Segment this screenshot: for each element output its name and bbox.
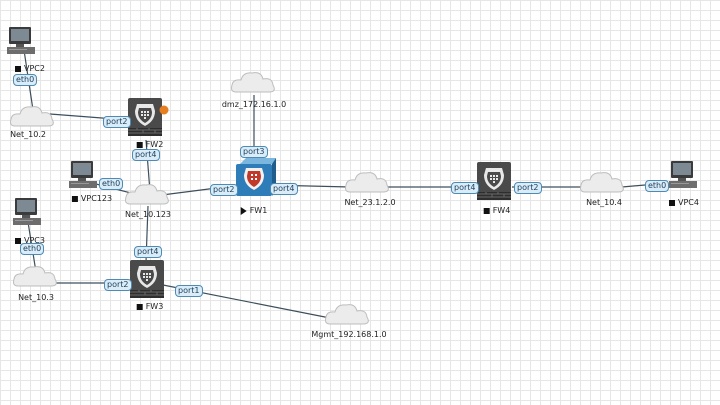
node-label-net104: Net_10.4: [586, 198, 622, 207]
port-badge-fw3-port1: port1: [175, 285, 203, 297]
cloud-icon-net23[interactable]: [345, 172, 389, 193]
computer-icon-vpc2[interactable]: [7, 27, 35, 54]
cloud-icon-net103[interactable]: [13, 266, 57, 287]
firewall-icon-fw4[interactable]: [476, 161, 512, 201]
port-badge-fw1-port4: port4: [270, 183, 298, 195]
node-label-vpc123: VPC123: [71, 194, 112, 203]
port-badge-fw3-port2: port2: [104, 279, 132, 291]
port-badge-fw2-port4: port4: [132, 149, 160, 161]
cloud-icon-dmz[interactable]: [231, 72, 275, 93]
computer-icon-vpc3[interactable]: [13, 198, 41, 225]
node-label-vpc3: VPC3: [15, 236, 45, 245]
node-label-vpc2: VPC2: [15, 64, 45, 73]
node-label-fw3: FW3: [136, 302, 163, 311]
cloud-icon-net102[interactable]: [10, 106, 54, 127]
node-label-mgmt: Mgmt_192.168.1.0: [311, 330, 387, 339]
port-badge-vpc123-eth0: eth0: [99, 178, 124, 190]
computer-icon-vpc123[interactable]: [69, 161, 97, 188]
port-badge-vpc2-eth0: eth0: [13, 74, 38, 86]
port-badge-fw2-port2: port2: [103, 116, 131, 128]
port-badge-fw3-port4: port4: [134, 246, 162, 258]
cloud-icon-net10123[interactable]: [125, 184, 169, 205]
node-label-vpc4: VPC4: [669, 198, 699, 207]
node-label-fw4: FW4: [483, 206, 510, 215]
link-fw2-net10123: [145, 139, 151, 193]
node-label-fw2: FW2: [136, 140, 163, 149]
node-label-dmz: dmz_172.16.1.0: [221, 100, 287, 109]
port-badge-vpc3-eth0: eth0: [20, 243, 45, 255]
firewall-icon-fw1[interactable]: [236, 158, 276, 196]
port-badge-fw4-port4: port4: [451, 182, 479, 194]
alert-icon: [159, 105, 169, 115]
node-label-fw1: FW1: [240, 206, 267, 215]
cloud-icon-mgmt[interactable]: [325, 304, 369, 325]
computer-icon-vpc4[interactable]: [669, 161, 697, 188]
node-label-net23: Net_23.1.2.0: [344, 198, 396, 207]
node-label-net103: Net_10.3: [18, 293, 54, 302]
node-label-net102: Net_10.2: [10, 130, 46, 139]
firewall-icon-fw2[interactable]: [127, 97, 163, 137]
node-label-net10123: Net_10.123: [124, 210, 172, 219]
port-badge-fw1-port3: port3: [240, 146, 268, 158]
port-badge-vpc4-eth0: eth0: [645, 180, 670, 192]
firewall-icon-fw3[interactable]: [129, 259, 165, 299]
cloud-icon-net104[interactable]: [580, 172, 624, 193]
port-badge-fw1-port2: port2: [210, 184, 238, 196]
port-badge-fw4-port2: port2: [514, 182, 542, 194]
